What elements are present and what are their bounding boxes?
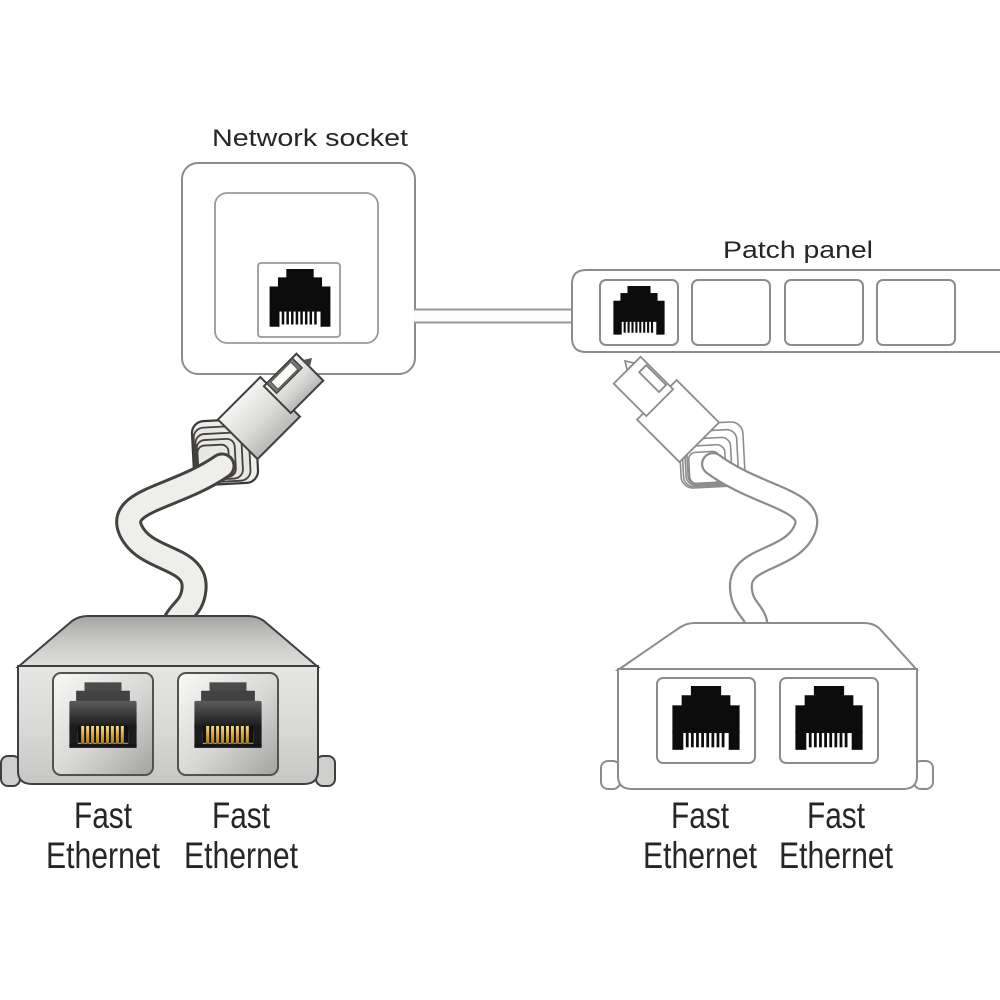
fast-ethernet-label: Fast [807, 795, 866, 836]
patch-panel-port-3 [784, 279, 864, 346]
plug-clip [302, 357, 312, 368]
patch-panel-port-2 [691, 279, 771, 346]
fast-ethernet-label: Ethernet [643, 835, 758, 876]
adapter-right [600, 622, 934, 790]
cable-fill [703, 454, 816, 642]
rj45-jack-icon [69, 682, 137, 748]
patch-panel-label: Patch panel [723, 237, 873, 264]
cable-left [115, 452, 236, 648]
fast-ethernet-label: Ethernet [46, 835, 161, 876]
network-socket-label: Network socket [212, 125, 408, 152]
patch-panel-port-4 [876, 279, 956, 346]
fast-ethernet-label: Ethernet [779, 835, 894, 876]
adapter-left [0, 615, 336, 787]
cable-right [701, 452, 819, 644]
fast-ethernet-label: Fast [212, 795, 271, 836]
adapter-top-dome [614, 622, 920, 671]
rj45-jack-icon [194, 682, 262, 748]
adapter-top-dome [15, 615, 321, 668]
plug-clip [623, 359, 636, 372]
fast-ethernet-label: Ethernet [184, 835, 299, 876]
plug-latch-window [637, 363, 668, 394]
fast-ethernet-label: Fast [671, 795, 730, 836]
plug-latch-window [270, 361, 299, 390]
cable-fill [118, 455, 233, 645]
fast-ethernet-label: Fast [74, 795, 133, 836]
network-socket [181, 162, 416, 375]
patch-panel [571, 269, 1000, 353]
